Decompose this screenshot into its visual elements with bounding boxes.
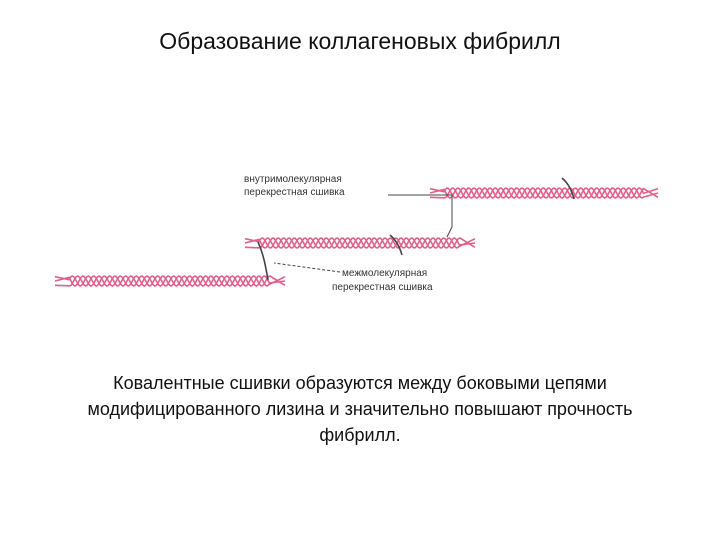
collagen-fibril-diagram: внутримолекулярная перекрестная сшивка м… [54, 174, 659, 293]
collagen-molecule-bottom [54, 275, 286, 287]
slide-title: Образование коллагеновых фибрилл [159, 28, 561, 54]
intermolecular-pointer-line [273, 262, 341, 273]
caption-line: Ковалентные сшивки образуются между боко… [113, 373, 607, 393]
intermolecular-label-line1: межмолекулярная [342, 268, 427, 279]
intramolecular-pointer-arrow [388, 194, 453, 238]
intramolecular-crosslink-mark-top [561, 177, 575, 200]
intramolecular-crosslink-mark-middle [389, 234, 403, 256]
collagen-molecule-middle [244, 237, 476, 249]
intermolecular-label-line2: перекрестная сшивка [332, 282, 433, 293]
caption: Ковалентные сшивки образуются между боко… [10, 370, 710, 448]
caption-line: модифицированного лизина и значительно п… [87, 399, 633, 419]
intramolecular-label-line1: внутримолекулярная [244, 174, 342, 185]
collagen-molecule-top [429, 187, 659, 199]
intramolecular-label-line2: перекрестная сшивка [244, 187, 345, 198]
intermolecular-crosslink-mark [257, 241, 269, 281]
caption-line: фибрилл. [319, 425, 401, 445]
